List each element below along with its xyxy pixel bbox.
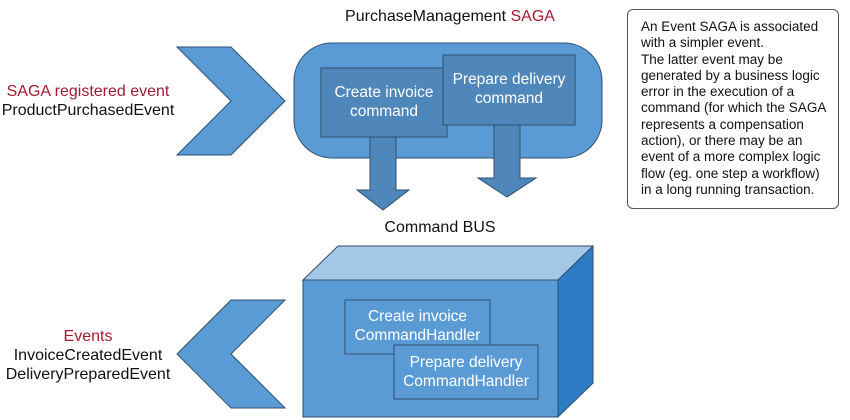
note-line: event of a more complex logic (641, 149, 821, 165)
saga-tag: SAGA (510, 8, 555, 25)
create-invoice-command-line1: Create invoice (334, 84, 434, 101)
note-line: command (for which the SAGA (641, 100, 827, 116)
note-line: generated by a business logic (641, 67, 820, 83)
create-invoice-command-line2: command (349, 103, 419, 120)
prepare-delivery-handler-line2: CommandHandler (403, 373, 529, 390)
prepare-delivery-handler-box (393, 344, 539, 400)
output-event-item: InvoiceCreatedEvent (13, 347, 163, 364)
output-events-heading: Events (63, 328, 113, 345)
create-invoice-handler-line2: CommandHandler (354, 327, 481, 344)
note-line: action), or there may be an (641, 133, 803, 149)
prepare-delivery-handler-line1: Prepare delivery (409, 354, 523, 371)
note-line: flow (eg. one step a workflow) (641, 165, 820, 181)
prepare-delivery-command-label: Prepare delivery command (443, 70, 575, 108)
output-event-item: DeliveryPreparedEvent (5, 366, 171, 383)
prepare-delivery-command-line1: Prepare delivery (452, 71, 566, 88)
command-bus-label: Command BUS (384, 219, 496, 236)
create-invoice-handler-label: Create invoice CommandHandler (345, 307, 490, 345)
prepare-delivery-command-line2: command (474, 90, 544, 107)
incoming-event-chevron (175, 46, 286, 156)
note-line: The latter event may be (641, 51, 783, 67)
note-line: An Event SAGA is associated (641, 19, 819, 34)
note-line: in a long running transaction. (641, 181, 815, 197)
prepare-delivery-command-box (442, 54, 576, 126)
output-events-label: Events InvoiceCreatedEvent DeliveryPrepa… (0, 327, 176, 384)
create-invoice-handler-line1: Create invoice (367, 308, 468, 325)
input-event-label: SAGA registered event ProductPurchasedEv… (0, 82, 176, 120)
note-line: with a simpler event. (641, 35, 765, 51)
saga-title: PurchaseManagement SAGA (300, 7, 600, 26)
input-event-heading: SAGA registered event (6, 83, 170, 100)
create-invoice-command-label: Create invoice command (321, 83, 447, 121)
command-bus-cube-top (301, 245, 595, 281)
create-invoice-arrow-down (355, 136, 411, 211)
outgoing-events-chevron (176, 299, 287, 409)
note-line: error in the execution of a (641, 84, 795, 100)
prepare-delivery-handler-label: Prepare delivery CommandHandler (394, 353, 538, 391)
saga-name: PurchaseManagement (345, 8, 507, 25)
note-line: represents a compensation (641, 116, 804, 132)
prepare-delivery-arrow-down (476, 124, 538, 198)
input-event-name: ProductPurchasedEvent (1, 102, 175, 119)
explanation-note: An Event SAGA is associated with a simpl… (627, 9, 839, 209)
